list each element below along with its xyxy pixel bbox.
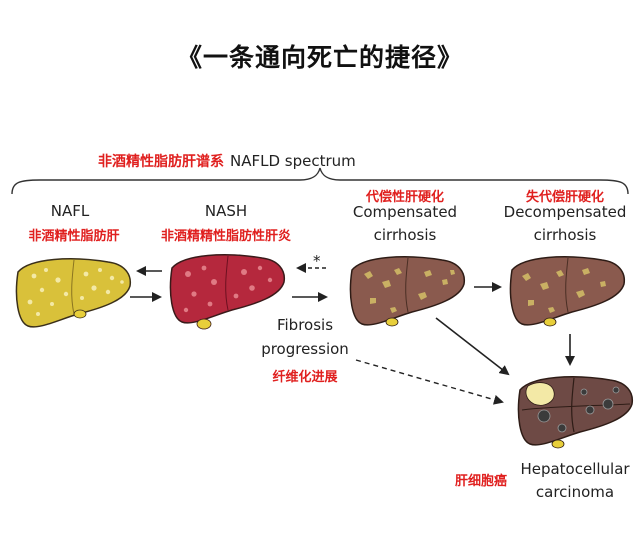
decompensated-label-en-2: cirrhosis bbox=[533, 226, 597, 244]
hcc-label-en-2: carcinoma bbox=[535, 483, 615, 501]
tumor-nodules bbox=[537, 386, 620, 433]
decompensated-label-zh: 失代偿肝硬化 bbox=[525, 190, 604, 205]
fibrosis-label-en-2: progression bbox=[261, 340, 349, 358]
decompensated-label-en-1: Decompensated bbox=[503, 203, 627, 221]
nash-label-en: NASH bbox=[204, 202, 248, 220]
spectrum-label: 非酒精性脂肪肝谱系 NAFLD spectrum bbox=[98, 151, 356, 171]
fibrosis-label-zh: 纤维化进展 bbox=[272, 370, 338, 385]
compensated-label-en-1: Compensated bbox=[352, 203, 458, 221]
scar-patches bbox=[364, 268, 455, 313]
compensated-label-en-2: cirrhosis bbox=[373, 226, 437, 244]
compensated-label-zh: 代偿性肝硬化 bbox=[365, 190, 444, 205]
spectrum-label-zh: 非酒精性脂肪肝谱系 bbox=[98, 154, 224, 170]
inflammation-spots bbox=[183, 265, 273, 313]
fat-spots bbox=[27, 268, 124, 316]
hcc-label-zh: 肝细胞癌 bbox=[455, 474, 508, 489]
hcc-liver bbox=[517, 376, 634, 449]
nash-liver bbox=[169, 254, 286, 330]
nafl-label-zh: 非酒精性脂肪肝 bbox=[28, 229, 120, 244]
fibrosis-label-en-1: Fibrosis bbox=[276, 316, 334, 334]
compensated-cirrhosis-liver bbox=[349, 256, 466, 327]
spectrum-brace bbox=[11, 167, 629, 195]
arrow-comp-to-hcc bbox=[435, 317, 510, 376]
arrow-fibrosis-to-hcc-dashed bbox=[355, 359, 504, 405]
nafl-label-en: NAFL bbox=[50, 202, 90, 220]
spectrum-label-en: NAFLD spectrum bbox=[230, 152, 356, 170]
decompensated-cirrhosis-liver bbox=[509, 256, 626, 327]
scar-patches bbox=[522, 268, 606, 313]
tumor-nodule bbox=[525, 382, 555, 406]
page-title: 《一条通向死亡的捷径》 bbox=[176, 43, 463, 72]
nash-label-zh: 非酒精精性脂肪性肝炎 bbox=[160, 229, 291, 244]
nafl-liver bbox=[15, 258, 132, 328]
hcc-label-en-1: Hepatocellular bbox=[520, 460, 630, 478]
asterisk-mark: * bbox=[313, 252, 321, 270]
